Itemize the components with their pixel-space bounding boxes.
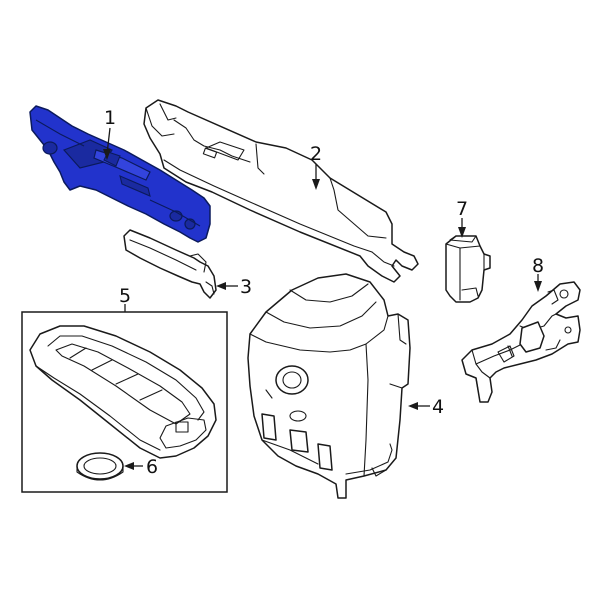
leader-4 <box>408 402 430 410</box>
part-6-battery[interactable] <box>76 452 124 481</box>
part-4-lock-housing[interactable] <box>247 273 411 499</box>
callout-1: 1 <box>104 107 116 129</box>
leader-1 <box>103 127 111 160</box>
leader-3 <box>216 282 238 290</box>
part-5-key-fob[interactable] <box>29 325 217 459</box>
callout-2: 2 <box>310 143 322 165</box>
part-7-module[interactable] <box>445 235 491 303</box>
leader-2 <box>312 164 320 190</box>
callout-3: 3 <box>240 276 252 298</box>
part-1-bracket[interactable] <box>29 105 211 243</box>
callout-4: 4 <box>432 396 444 418</box>
part-8-bracket[interactable] <box>461 281 581 403</box>
part-3-clip[interactable] <box>123 229 217 299</box>
leader-8 <box>534 274 542 292</box>
leader-7 <box>458 218 466 238</box>
part-2-antenna[interactable] <box>143 99 419 283</box>
leader-6 <box>124 462 143 470</box>
callout-5: 5 <box>119 285 131 307</box>
callout-7: 7 <box>456 198 468 220</box>
callout-8: 8 <box>532 255 544 277</box>
callout-6: 6 <box>146 456 158 478</box>
